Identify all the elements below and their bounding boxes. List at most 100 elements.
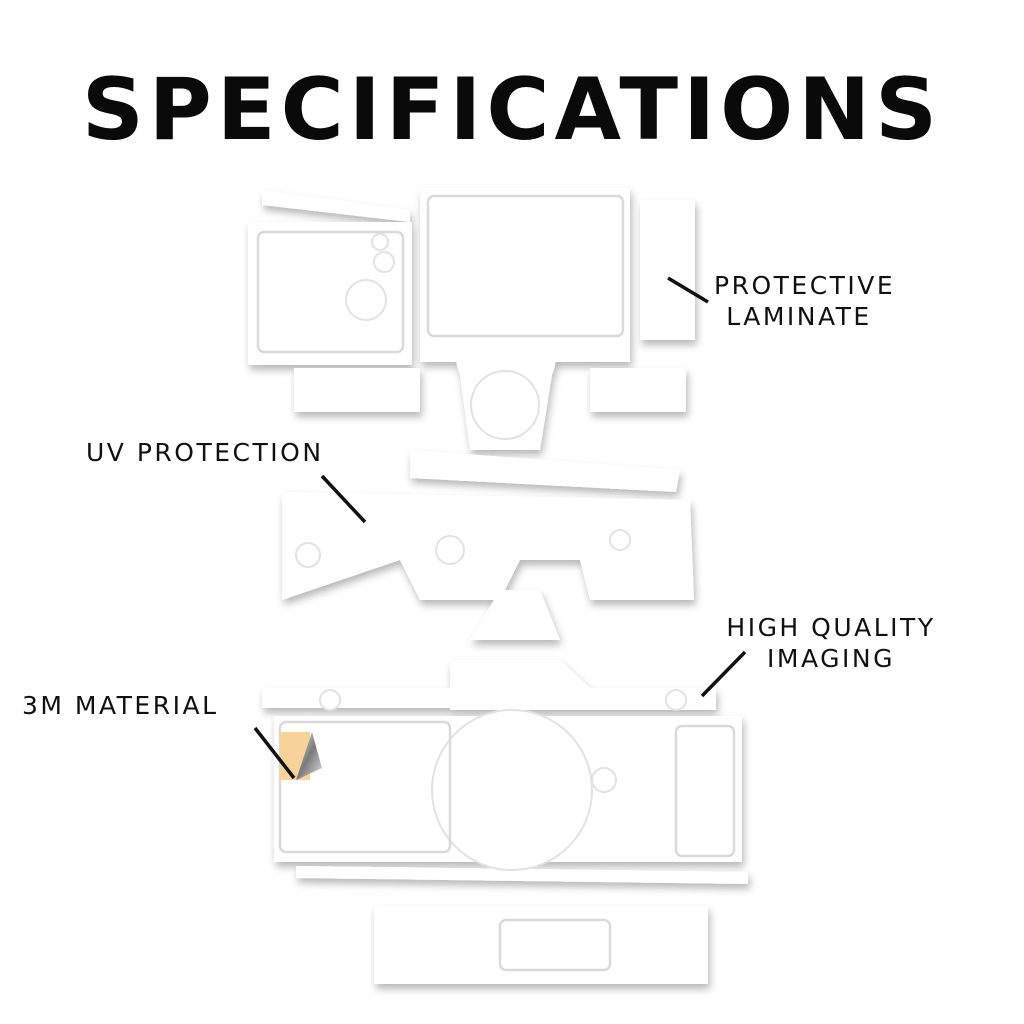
splatter <box>260 583 268 591</box>
splatter <box>317 962 328 973</box>
cutout-hole <box>319 689 341 711</box>
splatter <box>250 474 257 481</box>
splatter <box>364 625 369 630</box>
splatter <box>400 678 409 687</box>
splatter <box>733 519 759 545</box>
splatter <box>695 628 706 639</box>
splatter <box>330 189 334 193</box>
splatter <box>274 391 282 399</box>
splatter <box>519 896 527 904</box>
splatter <box>720 449 729 458</box>
splatter <box>631 662 637 668</box>
piece-outline <box>278 720 452 854</box>
skin-piece <box>410 450 680 492</box>
splatter <box>568 402 572 406</box>
splatter <box>711 419 739 447</box>
splatter <box>703 279 713 289</box>
splatter <box>508 651 515 658</box>
label-line: HIGH QUALITY <box>726 613 936 642</box>
skin-piece <box>248 222 412 365</box>
3m-material-peel-icon <box>280 732 322 780</box>
splatter <box>384 461 394 471</box>
splatter <box>695 610 713 628</box>
splatter <box>387 185 397 195</box>
label-protective-laminate: PROTECTIVE LAMINATE <box>714 270 896 332</box>
cutout-hole <box>470 370 540 440</box>
splatter <box>546 582 553 589</box>
splatter <box>383 660 388 665</box>
splatter <box>399 579 403 583</box>
piece-outline <box>674 724 736 858</box>
splatter <box>698 199 733 234</box>
piece-outline <box>426 194 625 338</box>
label-uv-protection: UV PROTECTION <box>86 438 324 467</box>
cutout-hole <box>665 689 687 711</box>
splatter <box>695 642 700 647</box>
splatter <box>601 658 607 664</box>
label-line: LAMINATE <box>726 302 872 331</box>
skin-piece <box>640 200 695 340</box>
label-line: IMAGING <box>767 644 895 673</box>
splatter <box>438 384 450 396</box>
splatter <box>416 648 428 660</box>
splatter <box>422 369 433 380</box>
skin-piece <box>590 368 686 412</box>
splatter <box>652 634 663 645</box>
splatter <box>736 396 747 407</box>
splatter <box>737 685 742 690</box>
splatter <box>719 916 749 946</box>
label-high-quality-imaging: HIGH QUALITY IMAGING <box>722 612 940 674</box>
piece-outline <box>256 230 405 354</box>
splatter <box>724 446 732 454</box>
splatter <box>747 199 752 204</box>
splatter <box>729 192 737 200</box>
skin-piece <box>262 688 450 708</box>
cutout-hole <box>373 251 395 273</box>
splatter <box>348 611 351 614</box>
splatter <box>377 684 380 687</box>
cutout-hole <box>609 529 631 551</box>
skin-piece <box>296 866 748 884</box>
splatter <box>244 604 276 636</box>
splatter <box>735 189 744 198</box>
skin-piece <box>262 190 410 222</box>
skin-piece <box>470 590 560 640</box>
cutout-hole <box>371 233 389 251</box>
splatter <box>712 594 723 605</box>
skin-piece <box>282 492 694 600</box>
cutout-hole <box>345 279 387 321</box>
splatter <box>428 679 434 685</box>
splatter <box>372 574 376 578</box>
splatter <box>617 607 626 616</box>
splatter <box>247 569 256 578</box>
splatter <box>456 435 464 443</box>
cutout-hole <box>435 535 465 565</box>
page-title: SPECIFICATIONS <box>81 60 943 160</box>
leader-line-uv <box>320 474 367 524</box>
splatter <box>272 655 307 690</box>
splatter <box>694 612 721 639</box>
label-3m-material: 3M MATERIAL <box>22 691 219 720</box>
splatter <box>445 428 468 451</box>
skin-piece <box>374 906 708 984</box>
cutout-hole <box>295 542 321 568</box>
splatter <box>257 205 275 223</box>
cutout-hole <box>431 709 593 871</box>
splatter <box>525 640 532 647</box>
label-line: PROTECTIVE <box>714 271 896 300</box>
splatter <box>675 610 680 615</box>
skin-piece <box>294 368 420 412</box>
splatter <box>586 622 591 627</box>
splatter <box>691 463 696 468</box>
leader-line-3m <box>253 726 296 780</box>
cutout-hole <box>591 767 617 793</box>
leader-line-laminate <box>667 276 709 304</box>
splatter <box>432 610 440 618</box>
piece-outline <box>498 918 612 972</box>
splatter <box>701 539 724 562</box>
skin-piece <box>450 660 716 710</box>
splatter <box>627 710 632 715</box>
splatter <box>732 542 758 568</box>
leader-line-imaging <box>700 650 747 698</box>
